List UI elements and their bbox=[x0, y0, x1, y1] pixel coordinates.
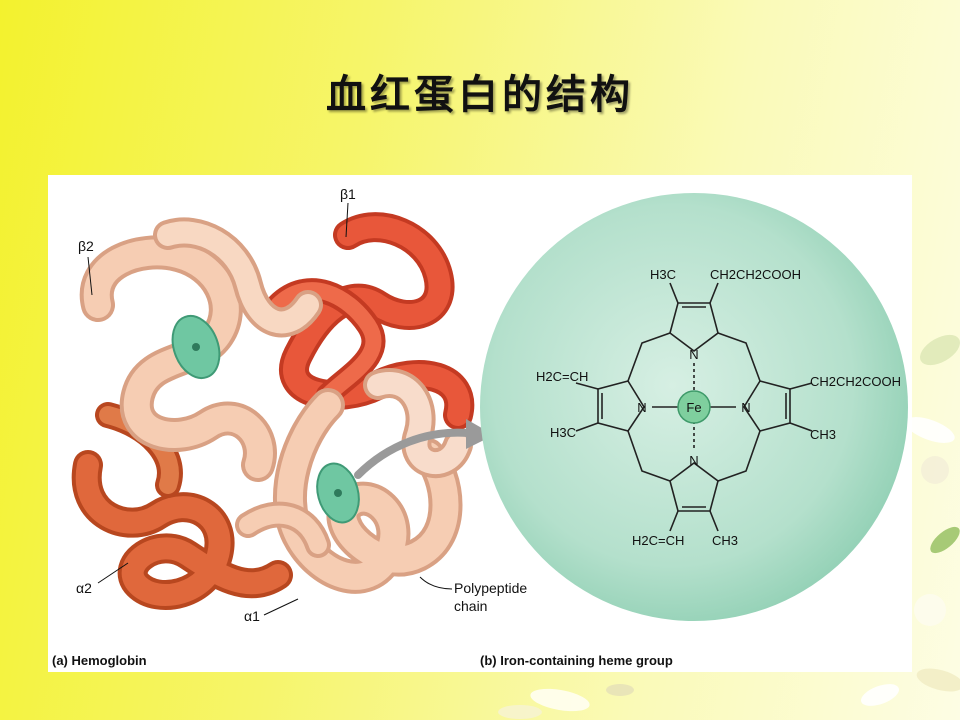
porphyrin-ring bbox=[575, 282, 813, 532]
heme-disc-upper bbox=[171, 315, 221, 379]
slide-title: 血红蛋白的结构 bbox=[326, 72, 634, 118]
substituent-top-right: CH2CH2COOH bbox=[710, 267, 801, 282]
alpha1-chain bbox=[235, 368, 473, 594]
figure-panel: β1 β2 α2 α1 Polypeptide chain (a) Hemogl… bbox=[48, 175, 912, 672]
alpha1-label: α1 bbox=[244, 608, 260, 624]
panel-b-caption: (b) Iron-containing heme group bbox=[480, 653, 673, 668]
substituent-right-upper: CH2CH2COOH bbox=[810, 374, 901, 389]
substituent-left-upper: H2C=CH bbox=[536, 369, 588, 384]
n-bottom-label: N bbox=[689, 453, 698, 468]
iron-atom bbox=[677, 390, 711, 424]
substituent-bottom-right: CH3 bbox=[712, 533, 738, 548]
heme-disc-lower bbox=[316, 462, 360, 524]
beta1-label: β1 bbox=[340, 186, 356, 202]
n-right-label: N bbox=[741, 400, 750, 415]
substituent-left-lower: H3C bbox=[550, 425, 576, 440]
zoom-arrow-head bbox=[466, 419, 494, 449]
panel-a-caption: (a) Hemoglobin bbox=[52, 653, 147, 668]
hemoglobin-structure bbox=[71, 202, 494, 616]
polypeptide-label-line1: Polypeptide bbox=[454, 580, 527, 596]
alpha2-label: α2 bbox=[76, 580, 92, 596]
substituent-right-lower: CH3 bbox=[810, 427, 836, 442]
substituent-top-left: H3C bbox=[650, 267, 676, 282]
n-left-label: N bbox=[637, 400, 646, 415]
iron-label: Fe bbox=[686, 400, 701, 415]
n-top-label: N bbox=[689, 347, 698, 362]
beta2-label: β2 bbox=[78, 238, 94, 254]
hemoglobin-figure: β1 β2 α2 α1 Polypeptide chain (a) Hemogl… bbox=[52, 186, 908, 668]
zoom-arrow bbox=[354, 428, 472, 479]
polypeptide-label-line2: chain bbox=[454, 598, 487, 614]
substituent-bottom-left: H2C=CH bbox=[632, 533, 684, 548]
